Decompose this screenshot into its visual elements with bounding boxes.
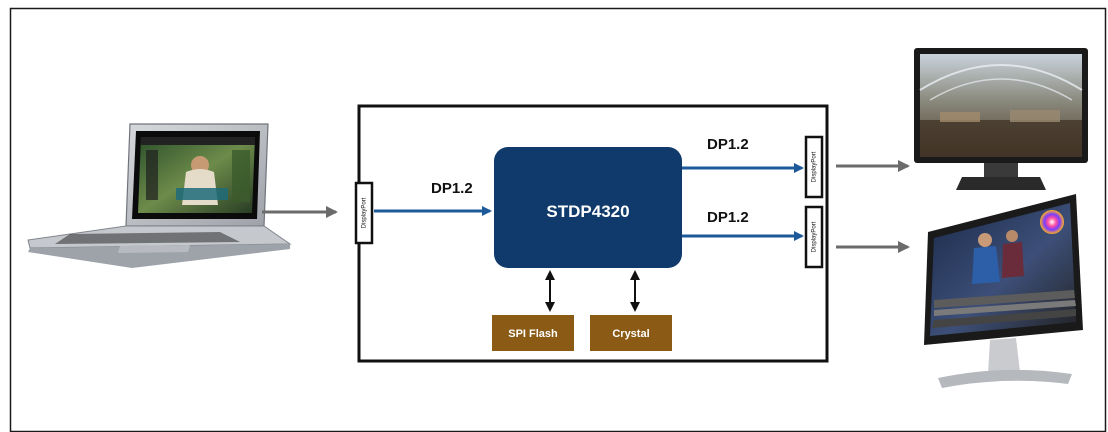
input-connector: DisplayPort (354, 181, 374, 245)
laptop-icon (27, 123, 292, 268)
output-bottom-connector-label: DisplayPort (812, 221, 818, 252)
monitor-top-icon (914, 48, 1088, 190)
chip-label: STDP4320 (546, 202, 629, 221)
output-top-connector: DisplayPort (804, 135, 824, 199)
input-connector-label: DisplayPort (362, 197, 368, 228)
output-top-dp-label: DP1.2 (707, 136, 749, 153)
monitor-bottom-icon (924, 194, 1083, 388)
input-dp-label: DP1.2 (431, 180, 473, 197)
spi-flash-box (492, 315, 574, 351)
spi-flash-label: SPI Flash (508, 328, 558, 340)
crystal-box (590, 315, 672, 351)
crystal-label: Crystal (612, 328, 649, 340)
output-top-connector-label: DisplayPort (812, 151, 818, 182)
output-bottom-dp-label: DP1.2 (707, 209, 749, 226)
stdp4320-chip (494, 147, 682, 268)
output-bottom-connector: DisplayPort (804, 205, 824, 269)
